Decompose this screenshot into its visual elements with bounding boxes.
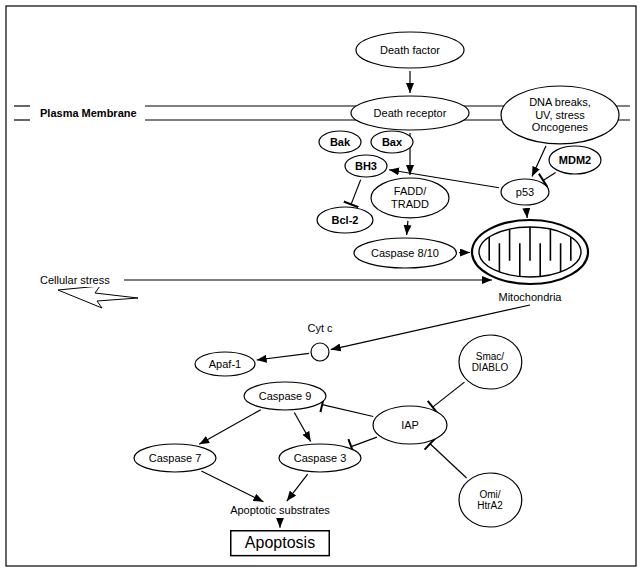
activation-arrow: [287, 474, 308, 501]
node-text: Apoptotic substrates: [230, 504, 330, 517]
node-text: MDM2: [559, 154, 591, 167]
node-text: Bcl-2: [332, 214, 359, 227]
node-text: Caspase 7: [149, 452, 202, 465]
text-node: Apoptotic substrates: [227, 503, 333, 518]
inhibition-line: [322, 405, 373, 417]
node-text: Apoptosis: [245, 534, 315, 552]
protein-ellipse: IAP: [372, 405, 448, 445]
node-text: Caspase 3: [294, 452, 347, 465]
protein-ellipse: BH3: [344, 154, 388, 178]
activation-arrow: [407, 221, 408, 235]
protein-ellipse: Caspase 3: [278, 443, 362, 473]
node-text: Caspase 8/10: [371, 247, 439, 260]
node-text: Smac/ DIABLO: [470, 351, 510, 374]
inhibition-line: [351, 180, 361, 205]
protein-ellipse: Caspase 8/10: [353, 237, 457, 269]
protein-ellipse: Apaf-1: [194, 351, 256, 377]
protein-ellipse: Bak: [318, 130, 362, 154]
protein-ellipse: FADD/ TRADD: [370, 177, 450, 219]
activation-arrow: [532, 146, 546, 177]
cytochrome-c: Cyt c: [300, 322, 340, 364]
inhibition-line: [430, 444, 467, 478]
node-text: Death factor: [380, 44, 440, 57]
protein-ellipse: DNA breaks, UV, stress Oncogenes: [500, 85, 620, 145]
protein-ellipse: Bcl-2: [316, 206, 374, 234]
protein-ellipse: Omi/ HtrA2: [458, 472, 523, 528]
text-label: Cellular stress: [38, 273, 112, 287]
inhibition-line: [433, 382, 465, 407]
node-text: Apaf-1: [209, 358, 241, 371]
node-text: FADD/ TRADD: [388, 185, 433, 210]
frame: [6, 6, 636, 566]
protein-ellipse: Caspase 9: [243, 381, 327, 411]
protein-ellipse: Bax: [370, 130, 414, 154]
node-text: Caspase 9: [259, 390, 312, 403]
mitochondrion: Mitochondria: [470, 218, 590, 304]
activation-arrow: [294, 412, 310, 441]
node-text: Bax: [382, 136, 402, 149]
activation-arrow: [526, 208, 528, 218]
node-text: Bak: [330, 136, 350, 149]
stress-arrow: [124, 279, 492, 280]
protein-ellipse: Death receptor: [350, 95, 470, 131]
activation-arrow: [459, 252, 470, 253]
node-outline: [470, 218, 590, 304]
node-text: Cyt c: [307, 322, 332, 335]
protein-ellipse: p53: [500, 178, 550, 206]
node-text: DNA breaks, UV, stress Oncogenes: [525, 96, 595, 134]
protein-ellipse: Caspase 7: [133, 443, 217, 473]
activation-arrow: [279, 519, 280, 527]
activation-arrow: [257, 353, 309, 360]
outcome-box: Apoptosis: [230, 530, 330, 556]
node-text: Omi/ HtrA2: [470, 489, 510, 512]
node-text: IAP: [401, 419, 419, 432]
protein-ellipse: Death factor: [355, 31, 465, 69]
inhibition-line: [351, 437, 377, 446]
protein-ellipse: MDM2: [548, 145, 602, 175]
activation-arrow: [199, 410, 261, 445]
protein-ellipse: Smac/ DIABLO: [458, 334, 523, 390]
text-label: Plasma Membrane: [38, 106, 139, 120]
node-text: BH3: [355, 160, 377, 173]
node-text: Death receptor: [374, 107, 447, 120]
lightning-bolt: [58, 286, 138, 308]
node-text: Mitochondria: [499, 291, 562, 304]
activation-arrow: [201, 471, 263, 502]
activation-arrow: [409, 71, 410, 93]
node-text: p53: [516, 186, 534, 199]
inhibition-line: [543, 172, 555, 180]
